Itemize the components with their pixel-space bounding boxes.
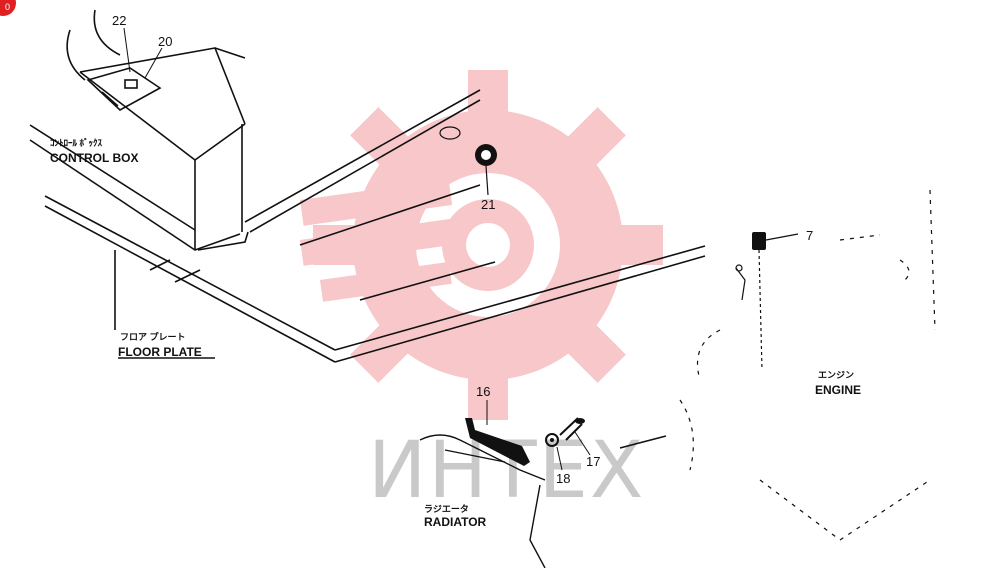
corner-badge-text: 0 xyxy=(4,2,10,12)
leader-lines xyxy=(123,27,163,79)
radiator-outline xyxy=(419,434,546,568)
part-16-bracket xyxy=(465,400,530,466)
floor-plate xyxy=(44,89,706,363)
callout-18: 18 xyxy=(556,471,570,486)
label-radiator-jp: ラジエータ xyxy=(424,503,469,514)
callout-17: 17 xyxy=(586,454,600,469)
part-17-bolt xyxy=(559,417,667,456)
callout-16: 16 xyxy=(476,384,490,399)
label-floor-plate-jp: フロア プレート xyxy=(120,331,186,342)
label-floor-plate: FLOOR PLATE xyxy=(118,345,202,359)
callout-21: 21 xyxy=(481,197,495,212)
label-control-box: CONTROL BOX xyxy=(50,151,138,165)
control-box xyxy=(29,9,249,251)
label-radiator: RADIATOR xyxy=(424,515,487,529)
part-7-sensor xyxy=(735,232,799,371)
label-engine-jp: エンジン xyxy=(818,370,854,380)
watermark-gear-icon xyxy=(300,70,663,420)
part-21-nut xyxy=(439,126,497,196)
corner-badge: 0 xyxy=(0,0,16,16)
callout-7: 7 xyxy=(806,228,813,243)
label-engine: ENGINE xyxy=(815,383,861,397)
watermark-text: ИНТЕХ xyxy=(368,426,645,516)
part-18-washer xyxy=(545,433,563,471)
callout-22: 22 xyxy=(112,13,126,28)
engine-outline xyxy=(679,189,936,541)
label-control-box-jp: ｺﾝﾄﾛｰﾙ ﾎﾞｯｸｽ xyxy=(50,137,103,148)
callout-20: 20 xyxy=(158,34,172,49)
